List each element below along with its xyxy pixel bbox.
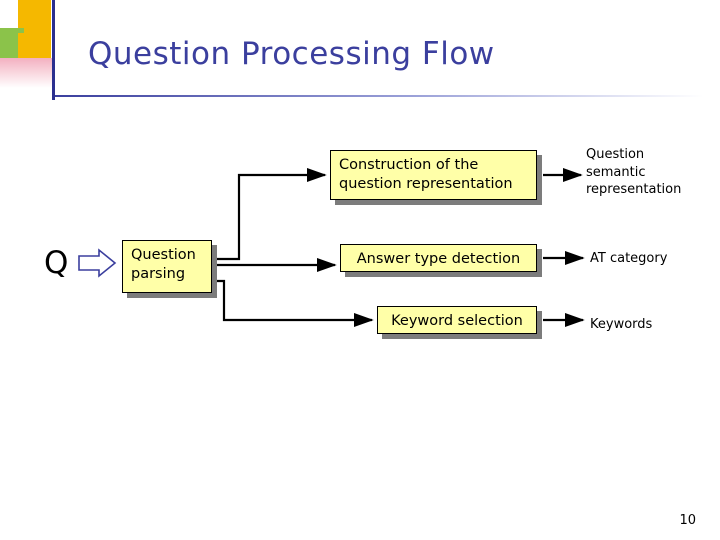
- decoration-gold-block: [18, 0, 51, 33]
- slide-title: Question Processing Flow: [88, 36, 495, 72]
- slide-decoration: [0, 0, 60, 100]
- box-answer-type-detection[interactable]: Answer type detection: [340, 244, 537, 272]
- box-construction-of-question-representation[interactable]: Construction of the question representat…: [330, 150, 537, 200]
- output-label-at-category: AT category: [590, 251, 668, 266]
- decoration-pink-gradient: [0, 58, 52, 88]
- output-label-question-semantic-representation: Question semantic representation: [586, 147, 682, 198]
- input-question-symbol: Q: [44, 245, 69, 281]
- page-number: 10: [679, 513, 696, 528]
- decoration-vertical-rule: [52, 0, 55, 100]
- box-keyword-selection[interactable]: Keyword selection: [377, 306, 537, 334]
- output-label-keywords: Keywords: [590, 317, 653, 332]
- title-divider: [55, 95, 703, 97]
- box-question-parsing[interactable]: Question parsing: [122, 240, 212, 293]
